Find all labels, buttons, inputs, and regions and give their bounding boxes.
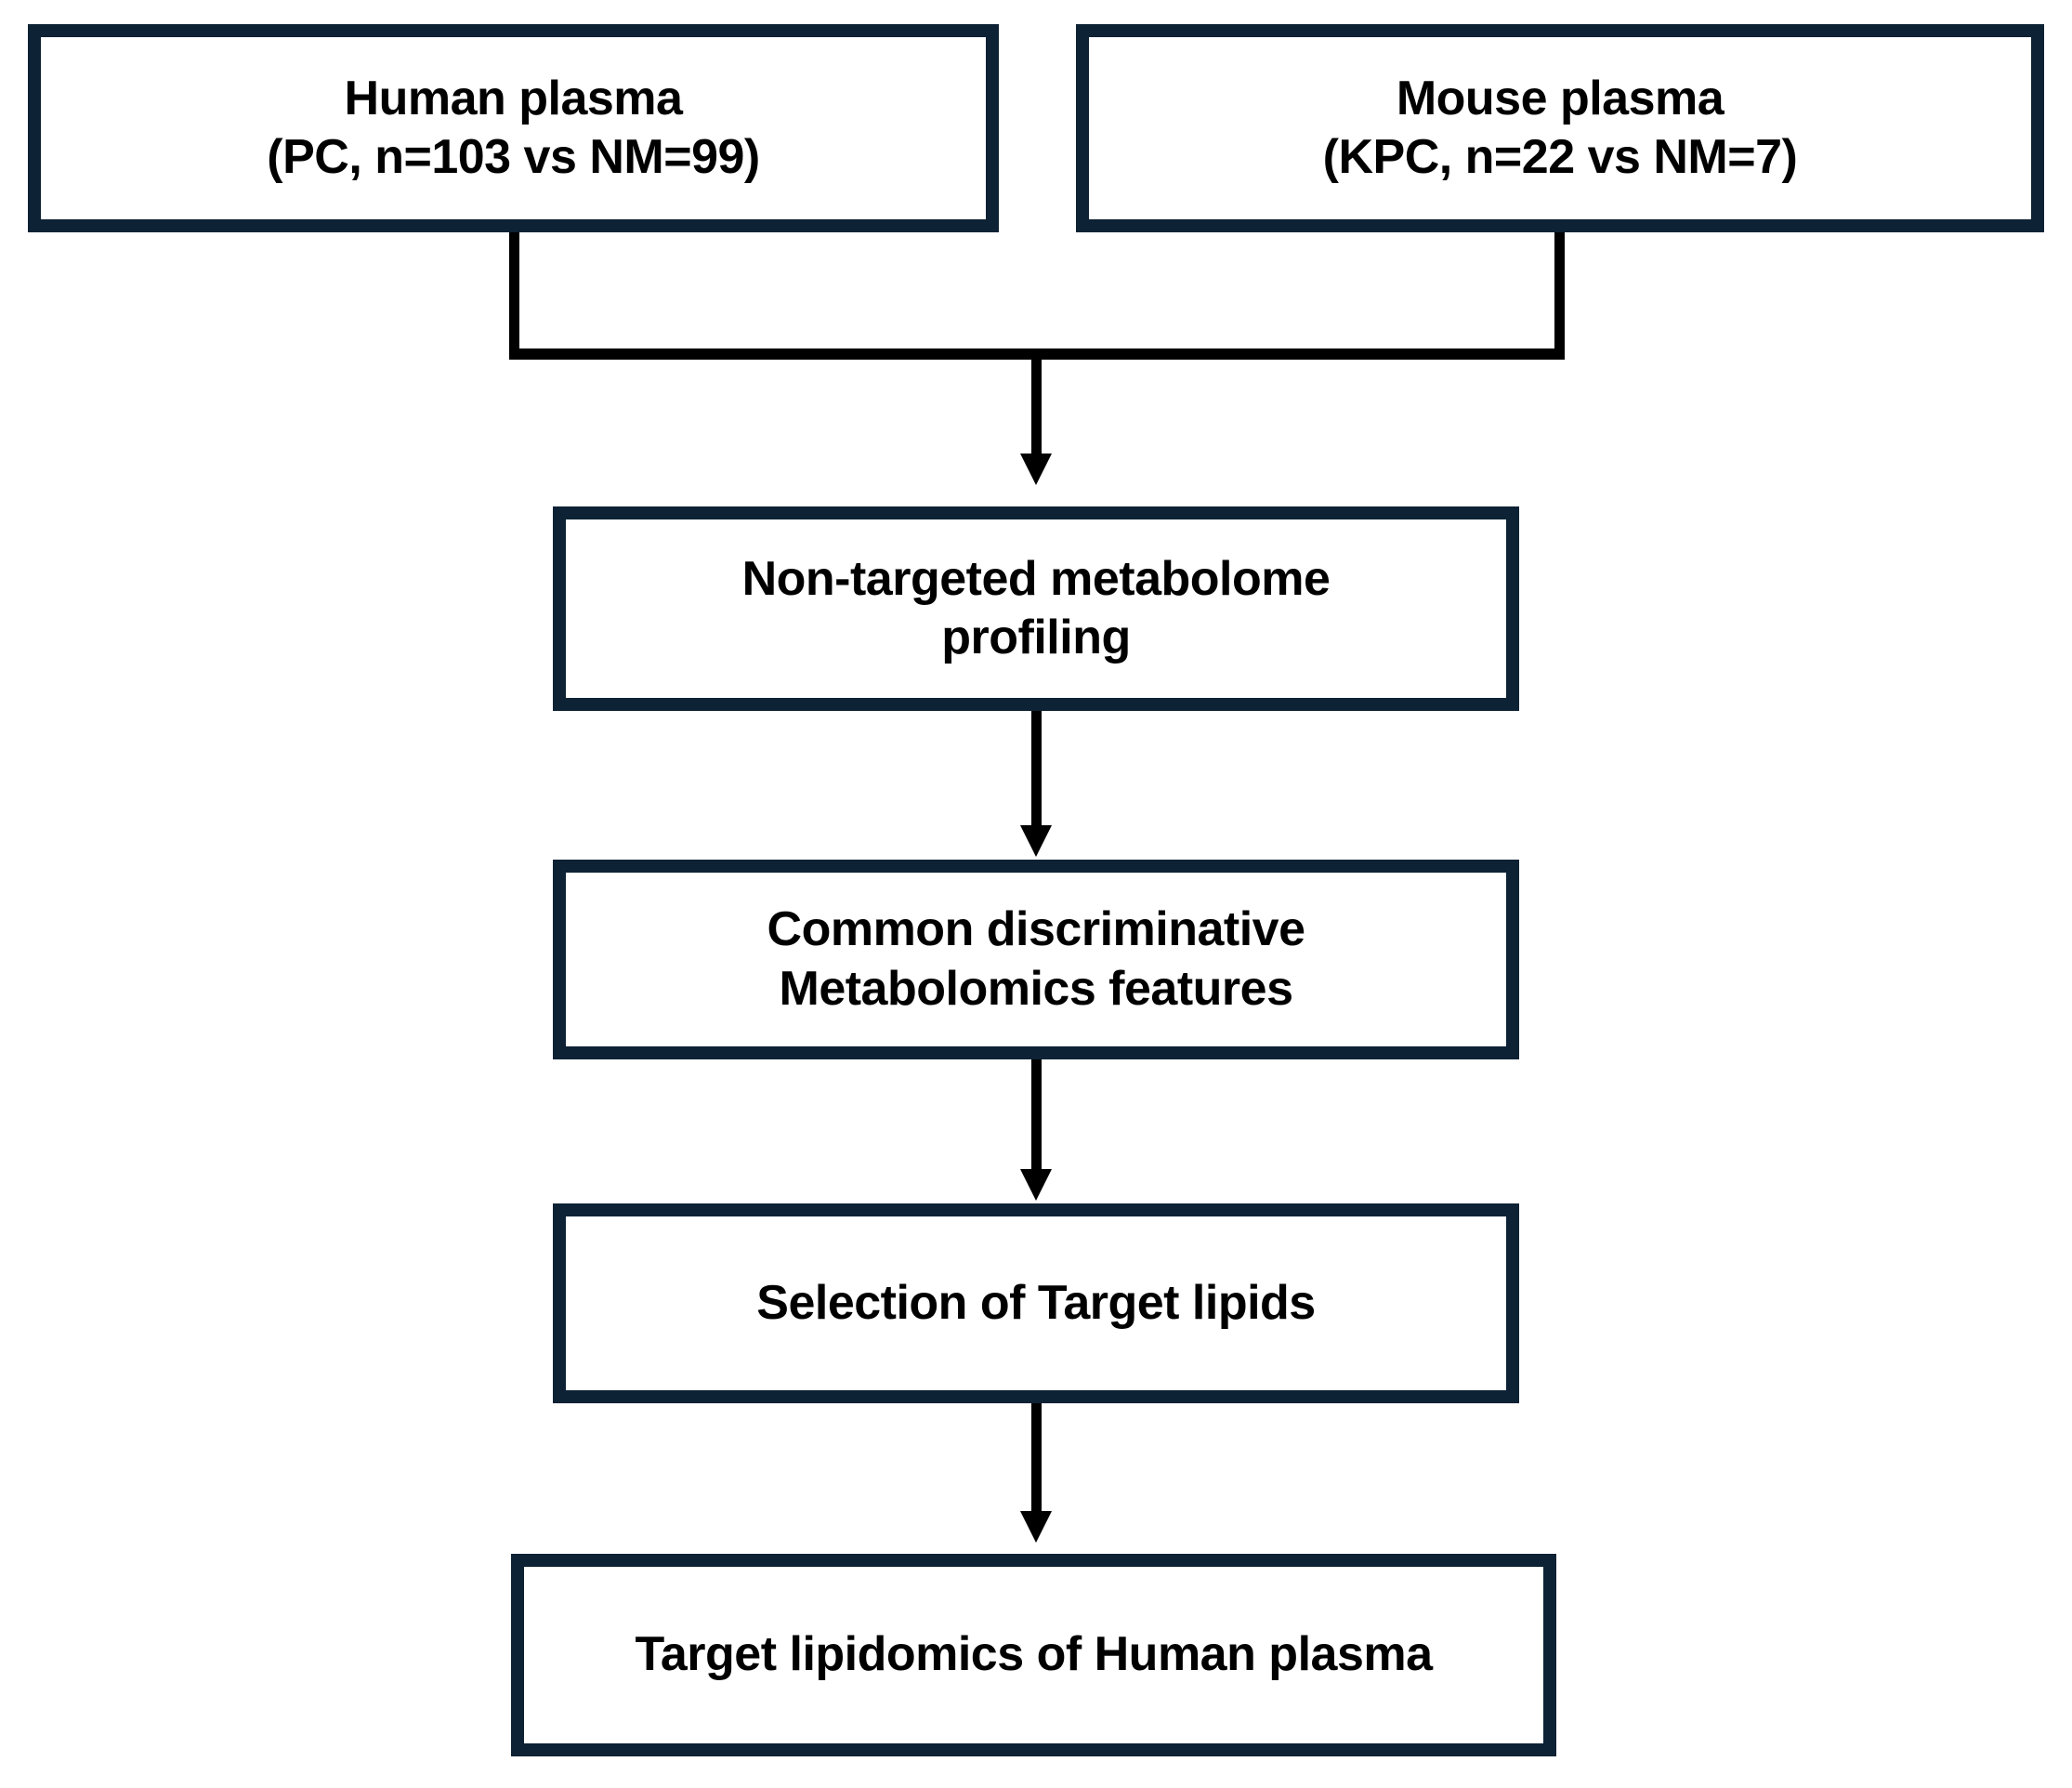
connector-human-drop <box>509 232 519 359</box>
connector-selection-to-lipidomics <box>1031 1403 1042 1513</box>
node-mouse-plasma[interactable]: Mouse plasma (KPC, n=22 vs NM=7) <box>1076 24 2044 232</box>
node-target-lipid-selection-label: Selection of Target lipids <box>756 1275 1316 1330</box>
node-metabolome-profiling-label: Non-targeted metabolome profiling <box>741 551 1331 664</box>
node-metabolome-profiling[interactable]: Non-targeted metabolome profiling <box>553 506 1519 711</box>
node-human-plasma[interactable]: Human plasma (PC, n=103 vs NM=99) <box>28 24 999 232</box>
node-common-features[interactable]: Common discriminative Metabolomics featu… <box>553 860 1519 1059</box>
node-target-lipidomics[interactable]: Target lipidomics of Human plasma <box>511 1554 1556 1756</box>
node-mouse-plasma-label: Mouse plasma (KPC, n=22 vs NM=7) <box>1322 71 1798 184</box>
node-common-features-label: Common discriminative Metabolomics featu… <box>767 902 1305 1016</box>
arrowhead-to-target-selection <box>1020 1169 1052 1201</box>
connector-merge-bar <box>509 348 1565 360</box>
arrowhead-to-metabolome <box>1020 454 1052 485</box>
connector-common-to-selection <box>1031 1059 1042 1171</box>
node-target-lipidomics-label: Target lipidomics of Human plasma <box>635 1627 1433 1682</box>
arrowhead-to-target-lipidomics <box>1020 1511 1052 1543</box>
node-target-lipid-selection[interactable]: Selection of Target lipids <box>553 1203 1519 1403</box>
node-human-plasma-label: Human plasma (PC, n=103 vs NM=99) <box>267 71 760 184</box>
arrowhead-to-common-features <box>1020 825 1052 857</box>
connector-merge-stem <box>1031 359 1042 455</box>
connector-mouse-drop <box>1554 232 1565 359</box>
connector-metabolome-to-common <box>1031 711 1042 827</box>
